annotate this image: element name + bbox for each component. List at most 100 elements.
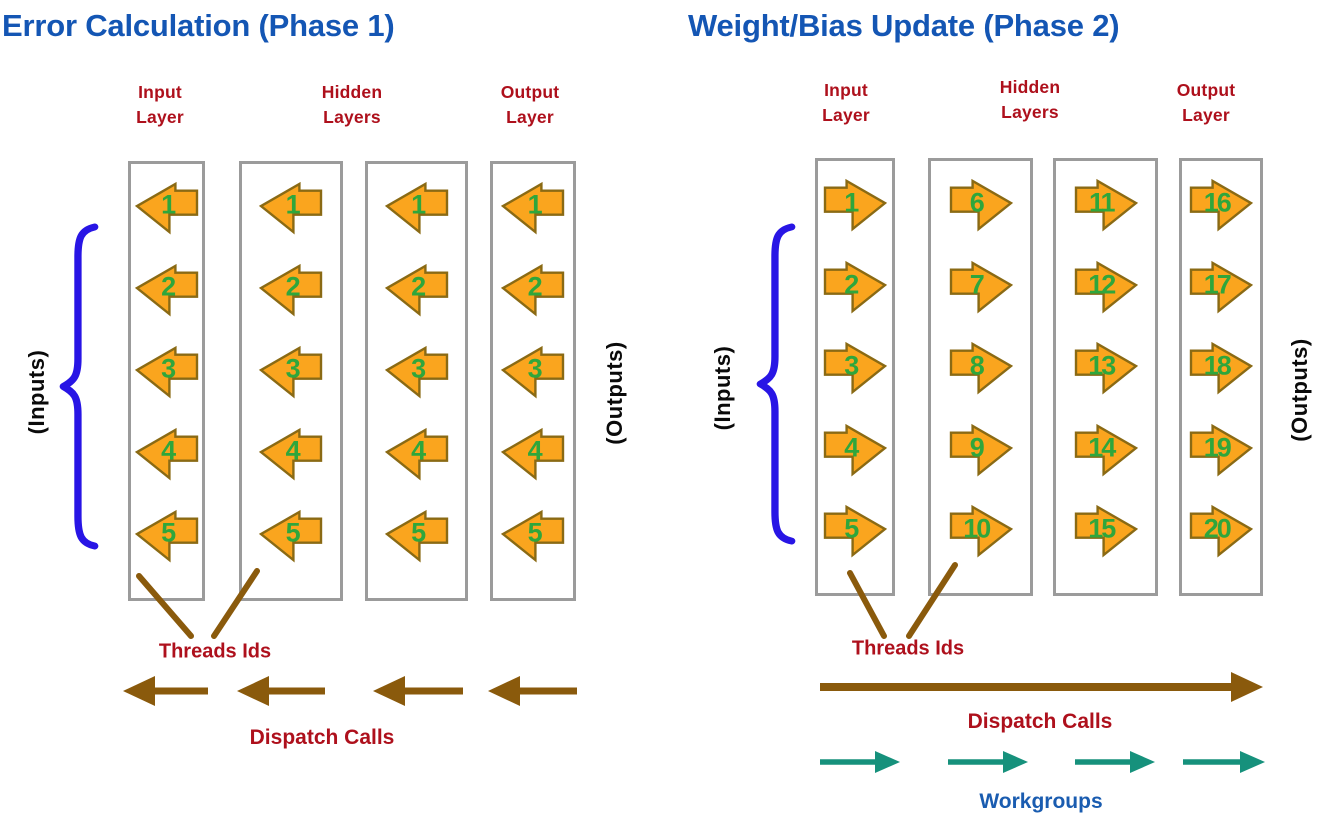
thread-arrow: 5 [261, 512, 321, 560]
thread-arrow: 3 [503, 348, 563, 396]
block-arrow-icon [261, 184, 321, 232]
thread-arrow: 2 [387, 266, 447, 314]
inputs-brace-icon [756, 223, 796, 545]
thread-id-number: 2 [161, 271, 176, 302]
block-arrow-icon [1191, 426, 1251, 474]
thread-arrow: 4 [825, 426, 885, 474]
phase1-output-layer-box: 1 2 3 [490, 161, 576, 601]
block-arrow-icon [387, 512, 447, 560]
block-arrow-icon [137, 184, 197, 232]
block-arrow-icon [825, 263, 885, 311]
block-arrow-icon [951, 507, 1011, 555]
thread-id-number: 12 [1088, 269, 1116, 300]
phase2-inputs-label: (Inputs) [710, 345, 735, 431]
thread-id-number: 20 [1203, 513, 1232, 544]
phase1-hidden-layers-header: Hidden Layers [321, 82, 383, 128]
block-arrow-icon [1191, 263, 1251, 311]
workgroup-arrow-icon [948, 751, 1028, 773]
dispatch-arrow-left-icon [123, 676, 208, 706]
thread-id-number: 5 [844, 513, 859, 544]
thread-arrow: 5 [387, 512, 447, 560]
phase1-outputs-label: (Outputs) [602, 341, 627, 445]
thread-arrow: 19 [1191, 426, 1251, 474]
thread-arrow: 8 [951, 344, 1011, 392]
block-arrow-icon [951, 181, 1011, 229]
block-arrow-icon [825, 426, 885, 474]
block-arrow-icon [261, 512, 321, 560]
phase2-input-layer-box: 1 2 3 [815, 158, 895, 596]
block-arrow-icon [503, 348, 563, 396]
phase2-outputs-label: (Outputs) [1287, 338, 1312, 442]
thread-id-number: 4 [844, 432, 859, 463]
block-arrow-icon [261, 266, 321, 314]
block-arrow-icon [503, 430, 563, 478]
block-arrow-icon [387, 430, 447, 478]
thread-arrow: 2 [503, 266, 563, 314]
thread-id-number: 3 [161, 353, 176, 384]
phase2-output-layer-box: 16 17 18 [1179, 158, 1263, 596]
phase1-input-layer-header: Input Layer [136, 82, 184, 128]
thread-arrow: 17 [1191, 263, 1251, 311]
phase1-hidden-layer-box-1: 1 2 3 [239, 161, 343, 601]
thread-arrow: 15 [1076, 507, 1136, 555]
thread-id-number: 1 [844, 187, 859, 218]
phase1-hidden-layer-box-2: 1 2 3 [365, 161, 468, 601]
phase1-threads-ids-label: Threads Ids [158, 640, 272, 663]
phase2-title: Weight/Bias Update (Phase 2) [688, 8, 1120, 43]
block-arrow-icon [137, 266, 197, 314]
block-arrow-icon [387, 184, 447, 232]
thread-arrow: 14 [1076, 426, 1136, 474]
thread-id-number: 2 [285, 271, 301, 302]
thread-id-number: 13 [1088, 350, 1116, 381]
phase2-panel: Weight/Bias Update (Phase 2) Input Layer… [660, 0, 1320, 815]
thread-id-number: 16 [1203, 187, 1232, 218]
thread-arrow: 3 [825, 344, 885, 392]
block-arrow-icon [951, 263, 1011, 311]
thread-arrow: 13 [1076, 344, 1136, 392]
phase1-dispatch-calls-label: Dispatch Calls [249, 726, 395, 749]
thread-arrow: 1 [503, 184, 563, 232]
block-arrow-icon [1076, 181, 1136, 229]
block-arrow-icon [1191, 344, 1251, 392]
block-arrow-icon [387, 266, 447, 314]
thread-id-number: 2 [527, 271, 543, 302]
block-arrow-icon [261, 348, 321, 396]
thread-id-number: 5 [411, 517, 426, 548]
thread-id-number: 7 [969, 269, 985, 300]
block-arrow-icon [137, 512, 197, 560]
block-arrow-icon [1076, 263, 1136, 311]
thread-id-number: 2 [844, 269, 859, 300]
thread-id-number: 9 [969, 432, 985, 463]
phase2-input-layer-header: Input Layer [822, 80, 870, 126]
thread-arrow: 1 [825, 181, 885, 229]
thread-id-number: 11 [1089, 187, 1116, 218]
thread-arrow: 11 [1076, 181, 1136, 229]
thread-id-number: 1 [411, 189, 426, 220]
thread-arrow: 2 [825, 263, 885, 311]
thread-id-number: 10 [963, 513, 991, 544]
thread-arrow: 5 [825, 507, 885, 555]
thread-arrow: 2 [137, 266, 197, 314]
phase1-panel: Error Calculation (Phase 1) Input Layer … [2, 8, 627, 749]
block-arrow-icon [825, 507, 885, 555]
thread-id-number: 1 [285, 189, 301, 220]
thread-id-number: 15 [1088, 513, 1116, 544]
thread-arrow: 10 [951, 507, 1011, 555]
block-arrow-icon [825, 181, 885, 229]
thread-id-number: 14 [1088, 432, 1116, 463]
thread-id-number: 3 [844, 350, 859, 381]
thread-arrow: 20 [1191, 507, 1251, 555]
thread-id-number: 4 [285, 435, 301, 466]
phase1-input-layer-box: 1 2 3 [128, 161, 205, 601]
thread-arrow: 4 [387, 430, 447, 478]
block-arrow-icon [1076, 344, 1136, 392]
dispatch-arrow-left-icon [373, 676, 463, 706]
thread-arrow: 18 [1191, 344, 1251, 392]
phase2-dispatch-calls-label: Dispatch Calls [967, 710, 1113, 733]
phase2-hidden-layer-box-2: 11 12 13 [1053, 158, 1158, 596]
thread-arrow: 9 [951, 426, 1011, 474]
block-arrow-icon [1076, 507, 1136, 555]
block-arrow-icon [825, 344, 885, 392]
thread-arrow: 4 [503, 430, 563, 478]
